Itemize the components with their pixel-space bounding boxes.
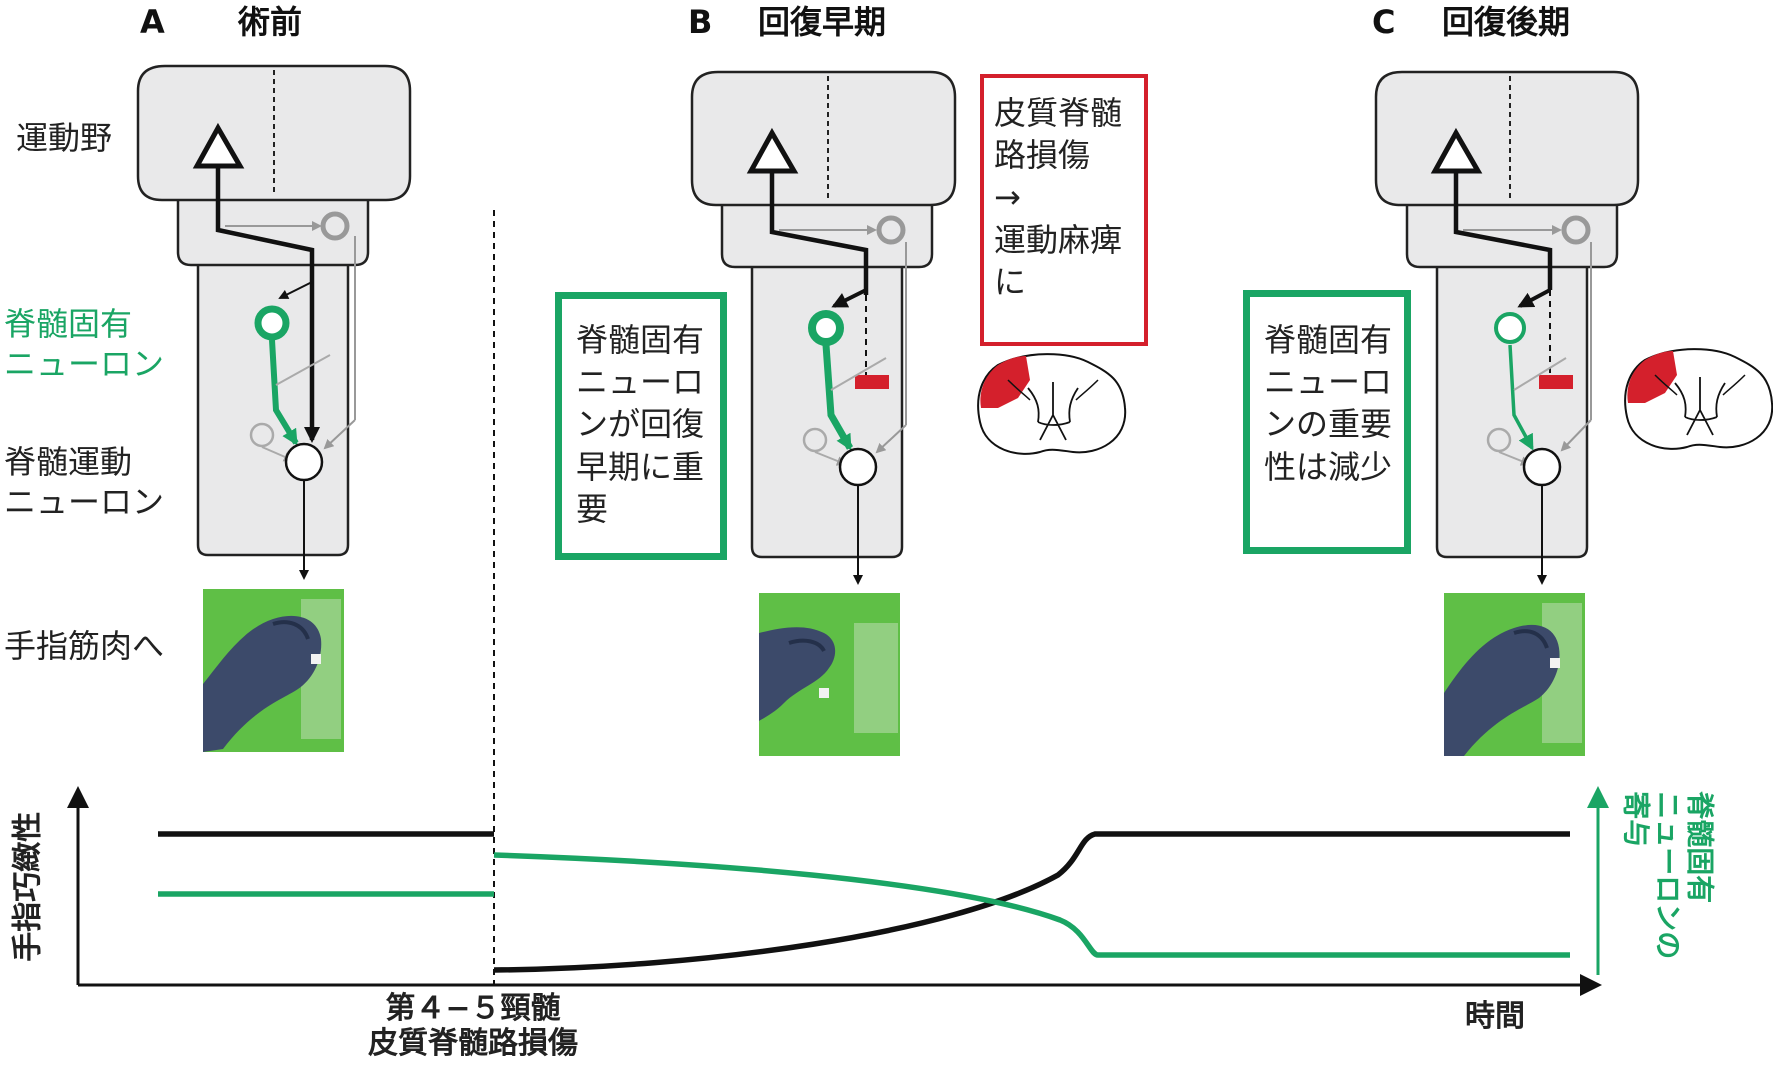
panel-b-circuit <box>690 70 957 585</box>
label-to-muscle: 手指筋肉へ <box>4 627 165 665</box>
time-course-graph <box>67 786 1609 996</box>
x-axis-label: 時間 <box>1465 999 1525 1034</box>
early-recovery-box: 脊髄固有 ニューロ ンが回復 早期に重 要 <box>555 292 727 560</box>
label-propriospinal: 脊髄固有 ニューロン <box>4 305 165 383</box>
panel-b-title: 回復早期 <box>758 3 887 41</box>
contribution-curve <box>158 852 1570 958</box>
label-motoneuron: 脊髄運動 ニューロン <box>4 443 165 521</box>
lesion-mark <box>855 375 889 389</box>
motoneuron <box>284 442 324 482</box>
spinal-cross-section-c <box>1624 348 1773 450</box>
panel-a-circuit <box>136 64 412 580</box>
propriospinal-neuron <box>254 305 290 341</box>
panel-c-circuit <box>1374 70 1640 585</box>
hand-photo-late <box>1444 593 1585 756</box>
hand-photo-preop <box>203 589 344 752</box>
panel-b-letter: B <box>688 3 713 41</box>
panel-a-title: 術前 <box>238 3 303 41</box>
panel-c-title: 回復後期 <box>1442 3 1571 41</box>
label-motor-cortex: 運動野 <box>16 119 113 157</box>
injury-box: 皮質脊髄 路損傷 → 運動麻痺 に <box>980 74 1148 346</box>
lesion-label: 第４−５頸髄 皮質脊髄路損傷 <box>368 991 578 1061</box>
dexterity-curve <box>158 831 1570 973</box>
spinal-cross-section-b <box>977 353 1127 455</box>
y-axis-label: 手指巧緻性 <box>10 811 46 962</box>
hand-photo-early <box>759 593 900 756</box>
y2-axis-label: 脊髄固有 ニューロンの 寄与 <box>1618 791 1717 960</box>
panel-c-letter: C <box>1372 3 1396 41</box>
panel-a-letter: A <box>140 3 165 41</box>
late-recovery-box: 脊髄固有 ニューロ ンの重要 性は減少 <box>1243 290 1411 554</box>
